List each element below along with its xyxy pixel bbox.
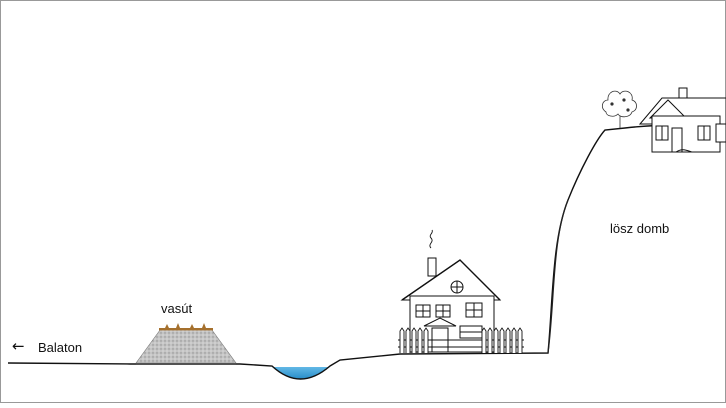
house-icon	[640, 88, 726, 152]
label-balaton: Balaton	[38, 340, 82, 355]
railway-embankment	[136, 323, 236, 364]
loess-hill-slope	[548, 200, 568, 353]
left-arrow-icon: ←	[12, 337, 25, 355]
ground-profile	[8, 125, 726, 379]
label-railway: vasút	[161, 301, 192, 316]
label-loess-hill: lösz domb	[610, 221, 669, 236]
tree-icon	[602, 91, 636, 128]
